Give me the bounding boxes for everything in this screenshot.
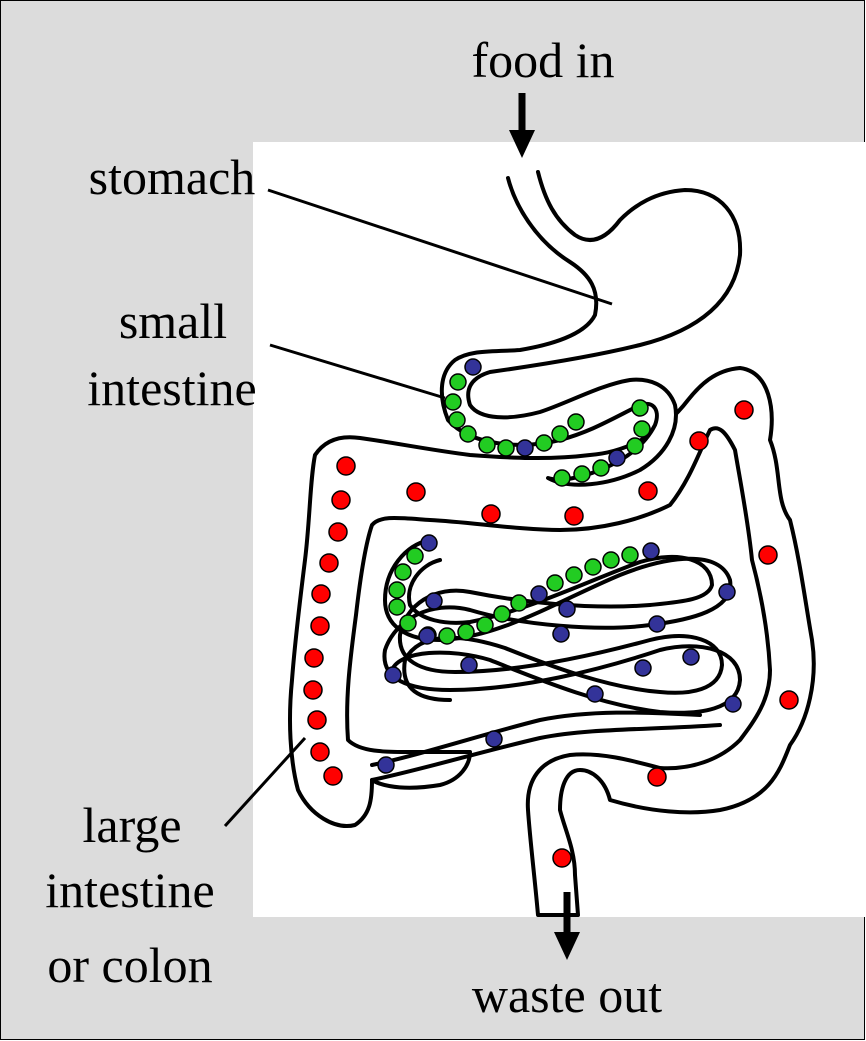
small-intestine-label-line1: small <box>119 293 227 349</box>
waste-out-label: waste out <box>472 967 662 1023</box>
large-intestine-label-line2: intestine <box>45 862 214 918</box>
stomach-label: stomach <box>89 149 256 205</box>
small-intestine-label-line2: intestine <box>87 360 256 416</box>
large-intestine-label-line1: large <box>82 797 181 853</box>
food-in-label: food in <box>471 32 614 88</box>
large-intestine-label-line3: or colon <box>47 937 212 993</box>
